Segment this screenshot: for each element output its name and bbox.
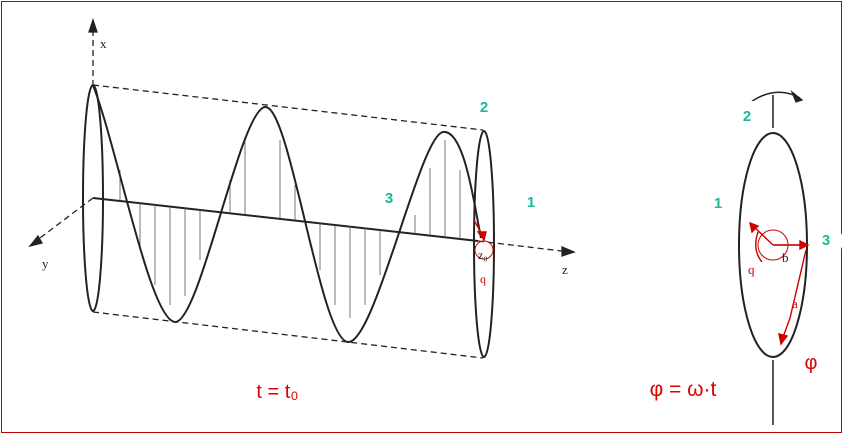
marker-1-left: 1 [514,186,548,220]
z-axis-solid [92,197,479,242]
sine-wave [92,84,482,344]
rotation-arrowhead [790,89,804,103]
marker-2-right: 2 [730,100,764,134]
vector-phi [781,249,807,341]
end-ellipse [473,130,495,358]
phi-marker: φ [793,345,829,381]
y-axis-arrow [28,234,43,248]
z-axis-label: z [562,262,568,277]
arc-q [755,231,763,263]
phase-formula: φ = ω·t [594,367,772,429]
marker-1-right: 1 [705,184,731,224]
envelope-bottom [92,311,484,359]
left-q-label: q [480,272,486,286]
time-formula: t = t₀ [230,365,325,420]
z0-label: z₀ [478,248,488,262]
marker-3-right: 3 [809,224,843,258]
left-vector-head [476,231,487,242]
x-axis-label: x [100,36,107,51]
hatch-lines [119,140,461,318]
z-axis-arrow [561,246,576,257]
marker-2-left: 2 [467,91,501,125]
left-angle-circle [474,240,494,260]
right-q-label: q [748,262,755,277]
white-dot [651,218,687,254]
right-angle-circle [757,229,789,261]
x-axis-arrow [88,17,98,33]
a-label: a [792,296,798,311]
b-label: b [782,250,789,265]
envelope-top [92,84,484,131]
y-axis-label: y [42,256,49,271]
marker-3-left: 3 [372,182,406,216]
